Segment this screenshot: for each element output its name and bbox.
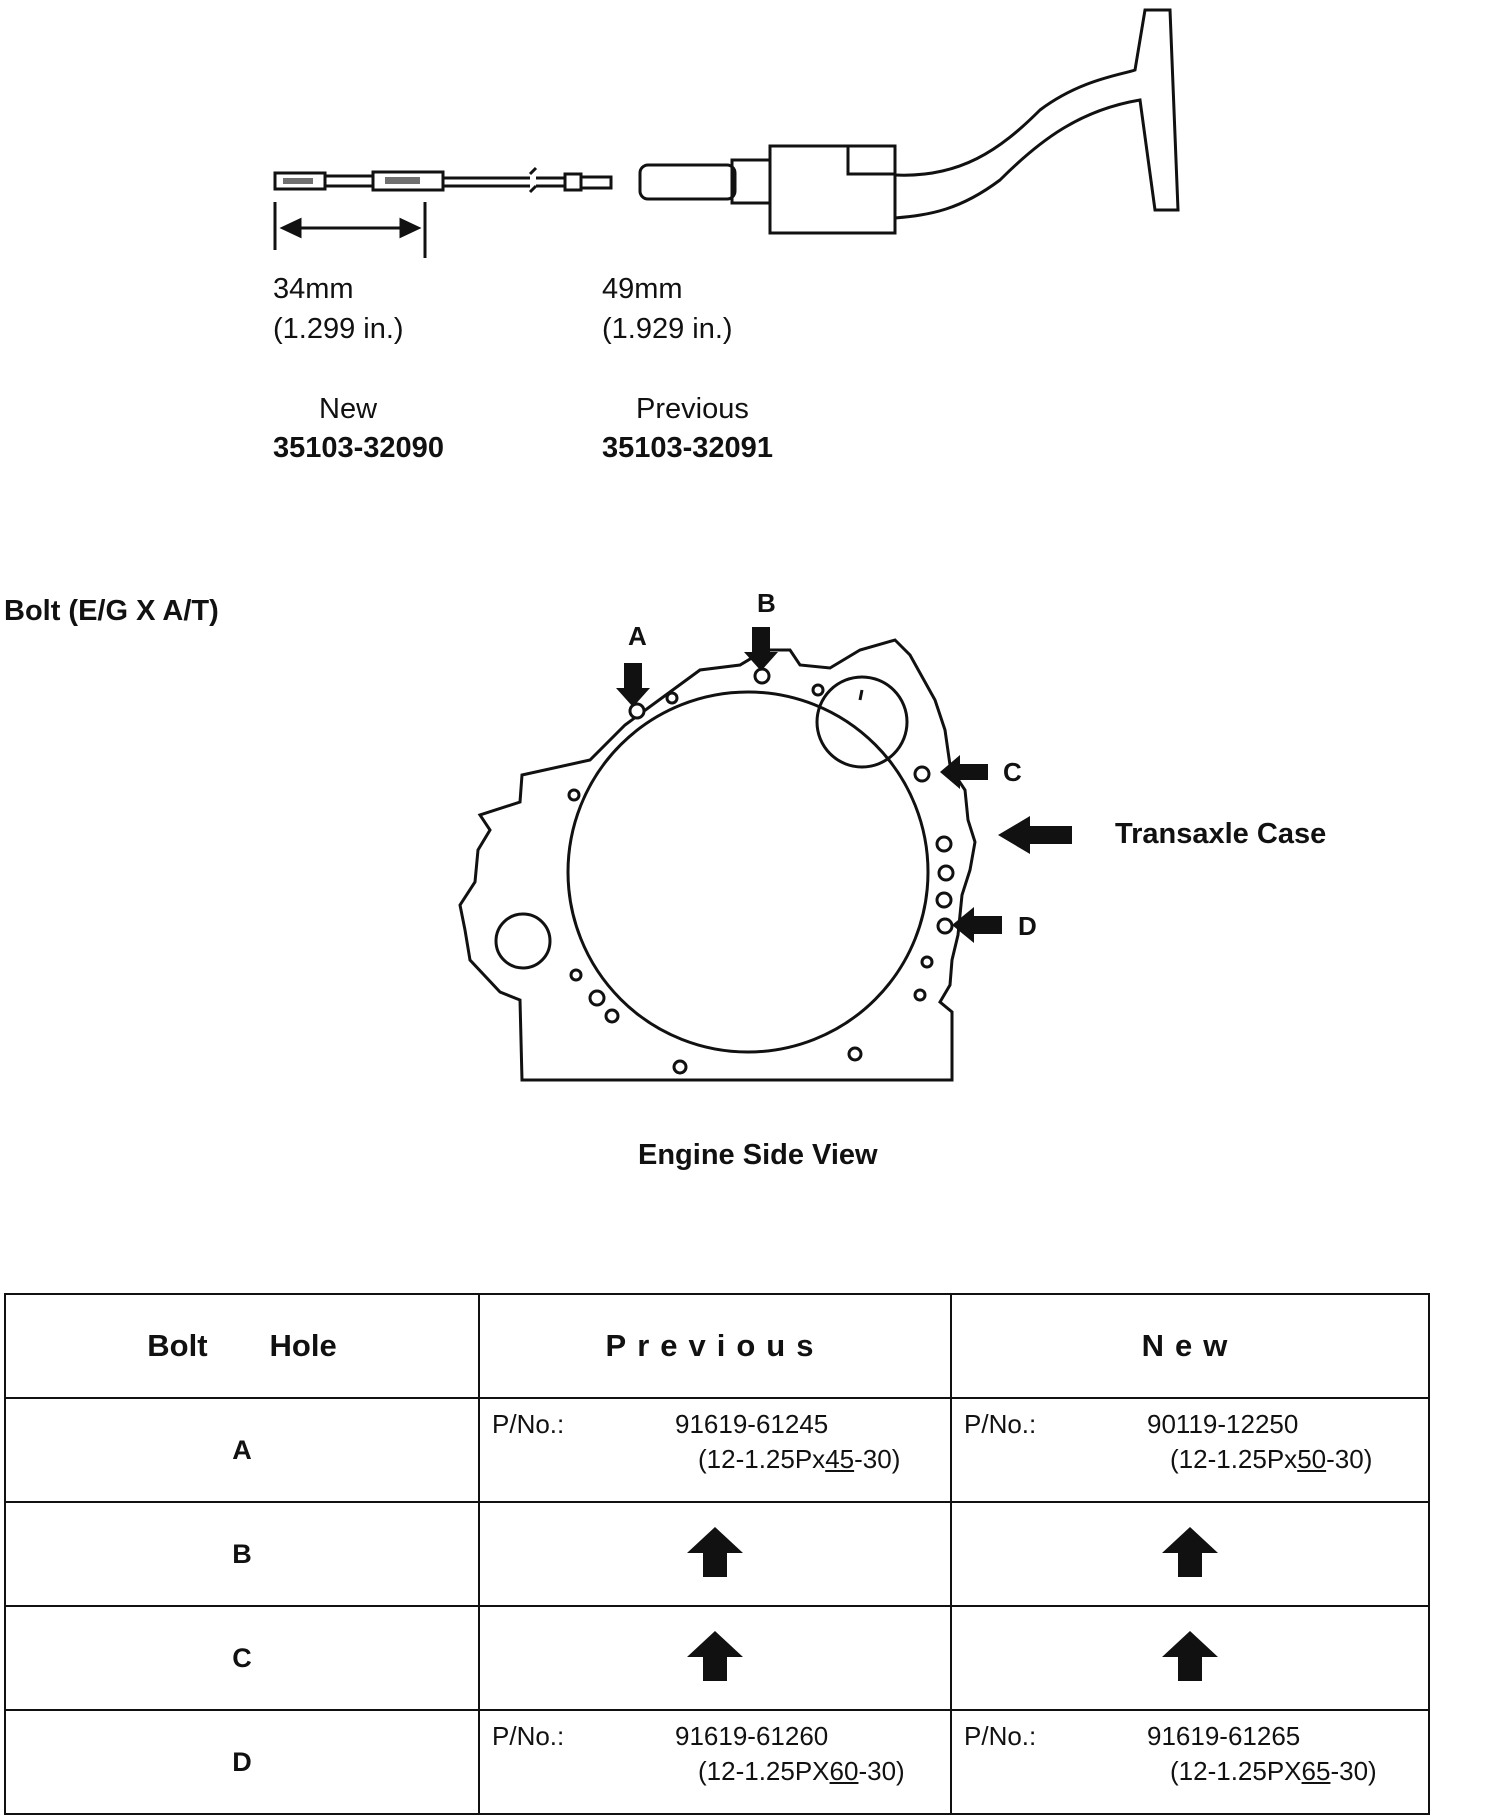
hole-cell: A bbox=[4, 1397, 480, 1503]
header-bolt: Bolt bbox=[147, 1328, 208, 1363]
hole-cell: C bbox=[4, 1605, 480, 1711]
previous-part-number: 35103-32091 bbox=[602, 432, 773, 464]
new-cell bbox=[950, 1501, 1430, 1607]
previous-length-in: (1.929 in.) bbox=[602, 313, 733, 345]
part-number: 90119-12250 bbox=[1147, 1409, 1299, 1439]
marker-label-d: D bbox=[1018, 911, 1037, 941]
marker-label-b: B bbox=[757, 588, 776, 618]
part-number: 91619-61260 bbox=[675, 1721, 829, 1751]
hole-cell: B bbox=[4, 1501, 480, 1607]
new-cell: P/No.: 91619-61265 (12-1.25PX65-30) bbox=[950, 1709, 1430, 1815]
previous-label: Previous bbox=[636, 393, 749, 425]
transaxle-case-outline bbox=[458, 638, 977, 1082]
header-bolt-hole: Bolt Hole bbox=[4, 1293, 480, 1399]
bolt-spec: (12-1.25PX65-30) bbox=[1170, 1756, 1377, 1786]
bolt-table: Bolt Hole Previous New A P/No.: 91619-612… bbox=[4, 1293, 1430, 1815]
header-hole: Hole bbox=[269, 1328, 337, 1363]
new-cell bbox=[950, 1605, 1430, 1711]
new-label: New bbox=[319, 393, 378, 425]
bolt-spec: (12-1.25Px45-30) bbox=[698, 1444, 901, 1474]
marker-label-a: A bbox=[628, 621, 647, 651]
part-number: 91619-61245 bbox=[675, 1409, 829, 1439]
bolt-holes bbox=[567, 667, 955, 1075]
transaxle-case-label: Transaxle Case bbox=[1115, 818, 1327, 850]
previous-length-mm: 49mm bbox=[602, 273, 683, 305]
table-header-row: Bolt Hole Previous New bbox=[4, 1293, 1430, 1399]
up-arrow-icon bbox=[687, 1630, 743, 1681]
new-length-mm: 34mm bbox=[273, 273, 354, 305]
up-arrow-icon bbox=[687, 1526, 743, 1577]
bolt-section-title: Bolt (E/G X A/T) bbox=[4, 595, 219, 627]
part-number-label: P/No.: bbox=[492, 1721, 565, 1751]
header-previous: Previous bbox=[478, 1293, 952, 1399]
part-number-label: P/No.: bbox=[964, 1721, 1037, 1751]
table-row: C bbox=[4, 1605, 1430, 1711]
up-arrow-icon bbox=[1162, 1526, 1218, 1577]
previous-cell: P/No.: 91619-61245 (12-1.25Px45-30) bbox=[478, 1397, 952, 1503]
new-part-number: 35103-32090 bbox=[273, 432, 444, 464]
up-arrow-icon bbox=[1162, 1630, 1218, 1681]
new-length-in: (1.299 in.) bbox=[273, 313, 404, 345]
header-new: New bbox=[950, 1293, 1430, 1399]
marker-arrows bbox=[616, 627, 1072, 943]
previous-cell bbox=[478, 1501, 952, 1607]
engine-side-view-caption: Engine Side View bbox=[638, 1139, 878, 1171]
table-row: B bbox=[4, 1501, 1430, 1607]
marker-label-c: C bbox=[1003, 757, 1022, 787]
hole-cell: D bbox=[4, 1709, 480, 1815]
new-cell: P/No.: 90119-12250 (12-1.25Px50-30) bbox=[950, 1397, 1430, 1503]
bolt-spec: (12-1.25PX60-30) bbox=[698, 1756, 905, 1786]
part-number-label: P/No.: bbox=[492, 1409, 565, 1439]
part-number-label: P/No.: bbox=[964, 1409, 1037, 1439]
previous-cell: P/No.: 91619-61260 (12-1.25PX60-30) bbox=[478, 1709, 952, 1815]
table-row: A P/No.: 91619-61245 (12-1.25Px45-30) P/… bbox=[4, 1397, 1430, 1503]
table-row: D P/No.: 91619-61260 (12-1.25PX60-30) P/… bbox=[4, 1709, 1430, 1815]
bolt-spec: (12-1.25Px50-30) bbox=[1170, 1444, 1373, 1474]
part-number: 91619-61265 bbox=[1147, 1721, 1301, 1751]
previous-cell bbox=[478, 1605, 952, 1711]
